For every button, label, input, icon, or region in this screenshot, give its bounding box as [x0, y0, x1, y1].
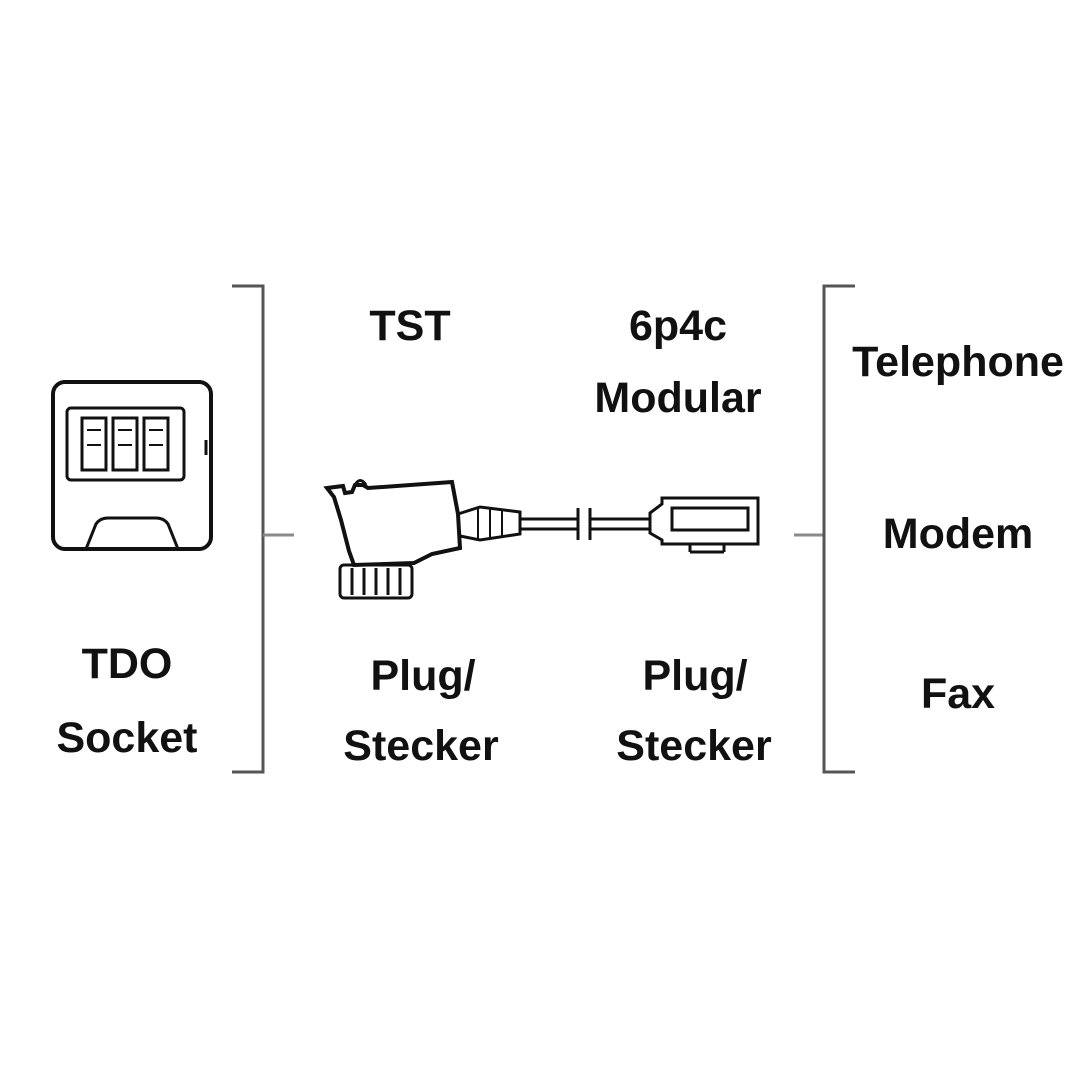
device-telephone: Telephone — [852, 338, 1064, 386]
tst-caption-line1: Plug/ — [370, 652, 475, 700]
right-bracket — [822, 284, 855, 774]
device-modem: Modem — [883, 510, 1034, 558]
socket-label-line1: TDO — [82, 640, 173, 688]
tst-plug-icon — [323, 479, 522, 600]
socket-label-line2: Socket — [56, 714, 197, 762]
modular-plug-icon — [648, 496, 760, 554]
modular-caption-line2: Stecker — [616, 722, 772, 770]
modular-caption-line1: Plug/ — [642, 652, 747, 700]
modular-type-line1: 6p4c — [629, 302, 727, 350]
tdo-socket-icon — [51, 380, 213, 551]
modular-type-line2: Modular — [594, 374, 761, 422]
tst-type-label: TST — [369, 302, 450, 350]
device-fax: Fax — [921, 670, 995, 718]
left-bracket — [232, 284, 265, 774]
cable-icon — [520, 508, 650, 540]
tst-caption-line2: Stecker — [343, 722, 499, 770]
